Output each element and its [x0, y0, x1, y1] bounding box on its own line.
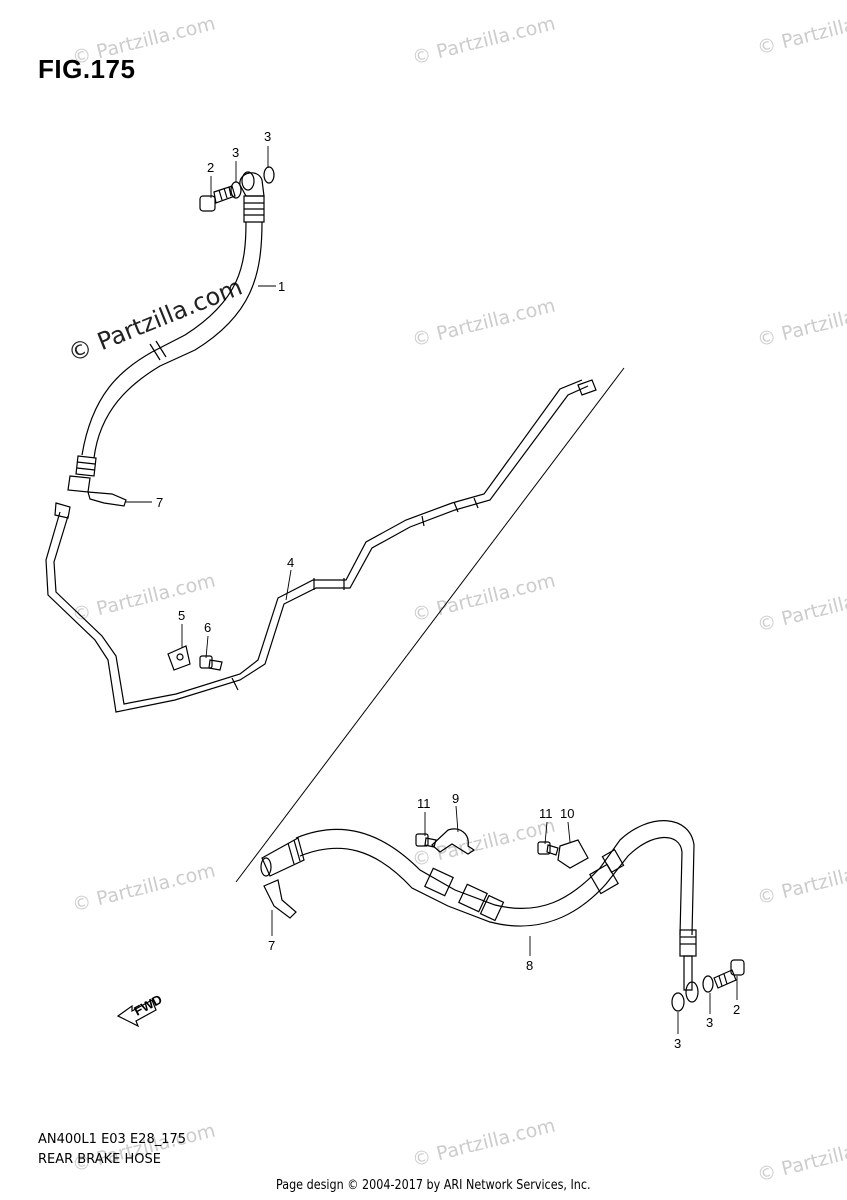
callout-7: 7: [268, 938, 275, 953]
part-7-clamp: [87, 491, 127, 507]
part-3-gasket: [263, 166, 275, 184]
part-4-brake-pipe: [45, 379, 597, 713]
callout-8: 8: [526, 958, 533, 973]
figure-title: FIG.175: [38, 54, 136, 84]
callout-11: 11: [417, 796, 431, 811]
callout-11: 11: [539, 806, 553, 821]
callout-3: 3: [674, 1036, 681, 1051]
part-6-bolt: [199, 655, 223, 671]
part-5-clamp: [167, 645, 191, 671]
callout-1: 1: [278, 279, 285, 294]
part-10-clamp: [557, 839, 589, 869]
callout-3: 3: [232, 145, 239, 160]
part-7-clamp: [263, 879, 297, 919]
part-8-brake-hose: [260, 820, 699, 1003]
callout-2: 2: [207, 160, 214, 175]
part-3-gasket: [671, 992, 685, 1012]
leader-lines: [126, 146, 738, 1034]
part-2-union-bolt: [199, 185, 236, 212]
model-code: AN400L1 E03 E28_175: [38, 1132, 187, 1147]
forward-direction-arrow: FWD: [116, 992, 165, 1028]
callout-9: 9: [452, 791, 459, 806]
callout-3: 3: [706, 1015, 713, 1030]
callout-7: 7: [156, 495, 163, 510]
page-credit: Page design © 2004-2017 by ARI Network S…: [276, 1178, 591, 1193]
part-11-bolt: [415, 833, 437, 848]
callout-2: 2: [733, 1002, 740, 1017]
callout-10: 10: [560, 806, 574, 821]
part-3-gasket: [702, 975, 714, 993]
part-name: REAR BRAKE HOSE: [38, 1152, 161, 1167]
part-9-clamp: [431, 828, 476, 855]
part-11-bolt: [537, 841, 559, 856]
callout-6: 6: [204, 620, 211, 635]
callout-4: 4: [287, 555, 294, 570]
part-3-gasket: [230, 181, 242, 199]
callout-3: 3: [264, 129, 271, 144]
part-5-clamp-hole: [176, 653, 184, 661]
part-2-union-bolt: [713, 959, 745, 989]
part-1-brake-hose: [67, 171, 265, 493]
callout-5: 5: [178, 608, 185, 623]
section-divider-line: [235, 367, 625, 883]
